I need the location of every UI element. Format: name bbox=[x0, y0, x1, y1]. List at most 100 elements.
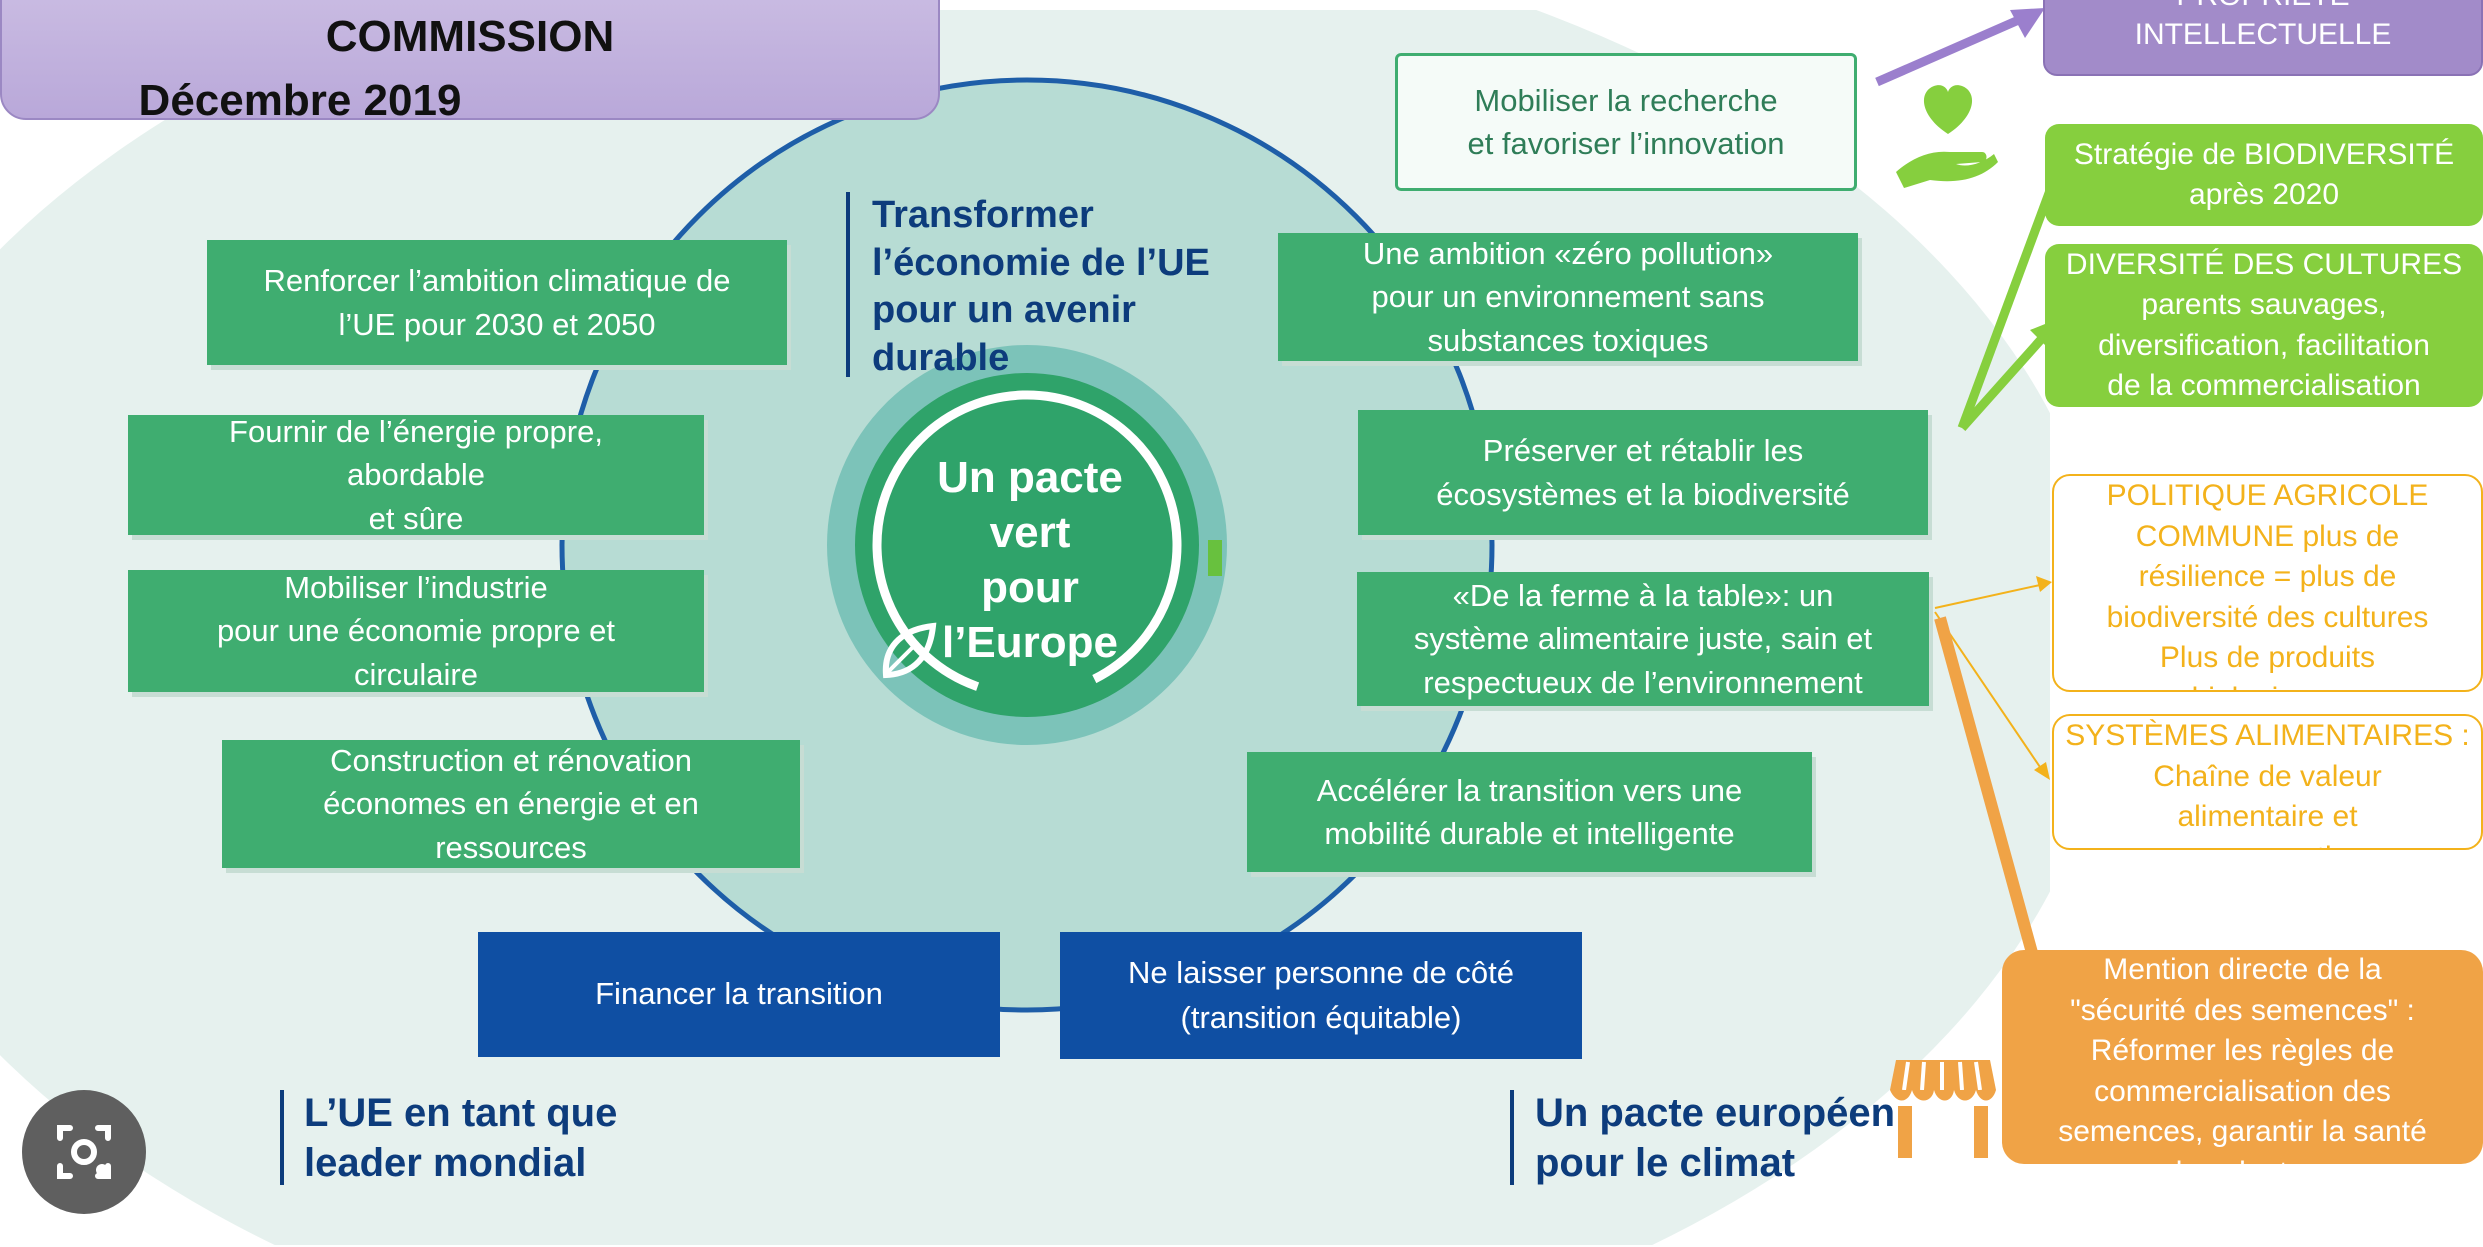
annotation-line: Plus de produits bbox=[2159, 641, 2376, 674]
annotation-line: de la commercialisation bbox=[2107, 369, 2421, 402]
heart-hand-icon bbox=[1896, 85, 1998, 188]
center-title: Un pacte vert pour l’Europe bbox=[900, 450, 1160, 670]
annotation-diversite: DIVERSITÉ DES CULTURES parents sauvages, d… bbox=[2045, 244, 2483, 407]
pacte-heading-bar bbox=[1510, 1090, 1514, 1185]
box-line: Fournir de l’énergie propre, bbox=[229, 413, 603, 449]
box-line: (transition équitable) bbox=[1180, 999, 1462, 1035]
box-mobilite: Accélérer la transition vers une mobilité… bbox=[1247, 752, 1812, 872]
lens-search-button[interactable] bbox=[22, 1090, 146, 1214]
annotation-line: commercialisation des bbox=[2094, 1074, 2391, 1108]
annotation-systemes: SYSTÈMES ALIMENTAIRES : Chaîne de valeur… bbox=[2052, 714, 2483, 850]
box-line: pour un environnement sans bbox=[1371, 279, 1765, 315]
annotation-line: diversification, facilitation bbox=[2098, 328, 2430, 362]
arrow-systemes-head bbox=[2034, 762, 2050, 780]
annotation-line: des plantes bbox=[2012, 1153, 2473, 1165]
center-title-line4: l’Europe bbox=[941, 618, 1119, 667]
transform-heading-bar bbox=[846, 192, 850, 377]
annotation-pac: POLITIQUE AGRICOLE COMMUNE plus de résil… bbox=[2052, 474, 2483, 692]
arrow-pac bbox=[1934, 584, 2041, 609]
heading-transformer-line1: Transformer bbox=[872, 194, 1094, 236]
box-line: Mobiliser l’industrie bbox=[284, 569, 548, 605]
heading-leader-line2: leader mondial bbox=[304, 1141, 587, 1185]
annotation-line: SYSTÈMES ALIMENTAIRES : bbox=[2065, 719, 2470, 752]
box-financer: Financer la transition bbox=[478, 932, 1000, 1057]
ring-marker bbox=[1208, 540, 1222, 576]
leaf-icon bbox=[882, 622, 937, 679]
box-line: Préserver et rétablir les bbox=[1482, 433, 1804, 469]
heading-transformer: Transformer l’économie de l’UE pour un a… bbox=[872, 192, 1210, 382]
annotation-line: COMMUNE plus de bbox=[2135, 519, 2400, 553]
center-white-ring bbox=[872, 390, 1182, 700]
annotation-line: Réformer les règles de bbox=[2090, 1034, 2395, 1067]
heading-leader: L’UE en tant que leader mondial bbox=[304, 1088, 617, 1188]
annotation-line: INTELLECTUELLE bbox=[2134, 18, 2392, 51]
commission-date: Décembre 2019 bbox=[138, 76, 462, 125]
annotation-line: PROPRIÉTÉ bbox=[2045, 0, 2481, 15]
box-line: Une ambition «zéro pollution» bbox=[1362, 235, 1774, 271]
box-line: système alimentaire juste, sain et bbox=[1413, 621, 1873, 657]
heading-transformer-line2: l’économie de l’UE bbox=[872, 241, 1210, 284]
box-line: Mobiliser la recherche bbox=[1474, 82, 1778, 118]
market-stall-icon bbox=[1890, 1060, 1996, 1158]
box-line: Ne laisser personne de côté bbox=[1127, 954, 1514, 990]
annotation-propriete: PROPRIÉTÉ INTELLECTUELLE bbox=[2043, 0, 2483, 76]
annotation-line: Mention directe de la bbox=[2103, 953, 2382, 986]
box-line: Accélérer la transition vers une bbox=[1316, 772, 1743, 808]
box-transition-equitable: Ne laisser personne de côté (transition é… bbox=[1060, 932, 1582, 1059]
box-line: et sûre bbox=[368, 500, 464, 536]
heading-pacte-climat: Un pacte européen pour le climat bbox=[1535, 1088, 1895, 1188]
annotation-line: biologiques bbox=[2062, 679, 2473, 691]
box-line: abordable bbox=[347, 457, 485, 493]
commission-title: COMMISSION bbox=[325, 12, 615, 61]
center-title-line3: pour bbox=[981, 563, 1079, 612]
annotation-line: Chaîne de valeur bbox=[2153, 759, 2382, 793]
box-line: respectueux de l’environnement bbox=[1423, 664, 1863, 700]
box-line: circulaire bbox=[353, 656, 478, 692]
box-line: Renforcer l’ambition climatique de bbox=[263, 263, 731, 299]
center-disc bbox=[855, 373, 1199, 717]
annotation-line: semences, garantir la santé bbox=[2058, 1115, 2427, 1148]
box-line: et favoriser l’innovation bbox=[1467, 126, 1785, 161]
heading-transformer-line4: durable bbox=[872, 336, 1010, 379]
heading-pacte-line2: pour le climat bbox=[1535, 1141, 1796, 1185]
annotation-line: POLITIQUE AGRICOLE bbox=[2106, 479, 2429, 512]
annotation-line: consommation bbox=[2062, 838, 2473, 849]
heading-transformer-line3: pour un avenir bbox=[872, 289, 1136, 331]
box-line: ressources bbox=[435, 829, 587, 865]
annotation-line: "sécurité des semences" : bbox=[2070, 993, 2415, 1027]
arrow-semences bbox=[1934, 616, 2051, 1002]
box-line: substances toxiques bbox=[1427, 322, 1709, 358]
annotation-semences: Mention directe de la "sécurité des seme… bbox=[2002, 950, 2483, 1164]
box-line: Construction et rénovation bbox=[330, 742, 692, 778]
box-construction: Construction et rénovation économes en én… bbox=[222, 740, 800, 868]
box-line: économes en énergie et en bbox=[323, 786, 699, 822]
center-title-line1: Un pacte bbox=[937, 453, 1123, 502]
annotation-line: résilience = plus de bbox=[2138, 560, 2397, 593]
box-ecosystemes: Préserver et rétablir les écosystèmes et … bbox=[1358, 410, 1928, 535]
box-line: «De la ferme à la table»: un bbox=[1452, 577, 1834, 613]
arrow-propriete-head bbox=[2010, 8, 2045, 38]
arrow-systemes bbox=[1934, 611, 2043, 771]
box-line: Financer la transition bbox=[595, 976, 883, 1012]
heading-leader-line1: L’UE en tant que bbox=[304, 1091, 618, 1135]
box-energie-propre: Fournir de l’énergie propre, abordable et … bbox=[128, 414, 704, 536]
leader-heading-bar bbox=[280, 1090, 284, 1185]
annotation-line: DIVERSITÉ DES CULTURES bbox=[2065, 247, 2463, 281]
annotation-line: après 2020 bbox=[2188, 178, 2340, 211]
lens-search-icon bbox=[57, 1125, 111, 1179]
box-line: mobilité durable et intelligente bbox=[1324, 816, 1735, 851]
box-line: l’UE pour 2030 et 2050 bbox=[338, 306, 656, 342]
arrow-propriete bbox=[1875, 10, 2032, 87]
box-line: écosystèmes et la biodiversité bbox=[1436, 476, 1850, 512]
box-ambition-climatique: Renforcer l’ambition climatique de l’UE p… bbox=[207, 240, 787, 365]
box-ferme-table: «De la ferme à la table»: un système alim… bbox=[1357, 572, 1929, 706]
box-zero-pollution: Une ambition «zéro pollution» pour un env… bbox=[1278, 233, 1858, 361]
heading-pacte-line1: Un pacte européen bbox=[1535, 1091, 1896, 1135]
arrow-pac-head bbox=[2036, 576, 2052, 592]
annotation-line: parents sauvages, bbox=[2141, 288, 2387, 321]
annotation-line: biodiversité des cultures bbox=[2106, 600, 2429, 634]
annotation-line: alimentaire et bbox=[2177, 800, 2358, 833]
